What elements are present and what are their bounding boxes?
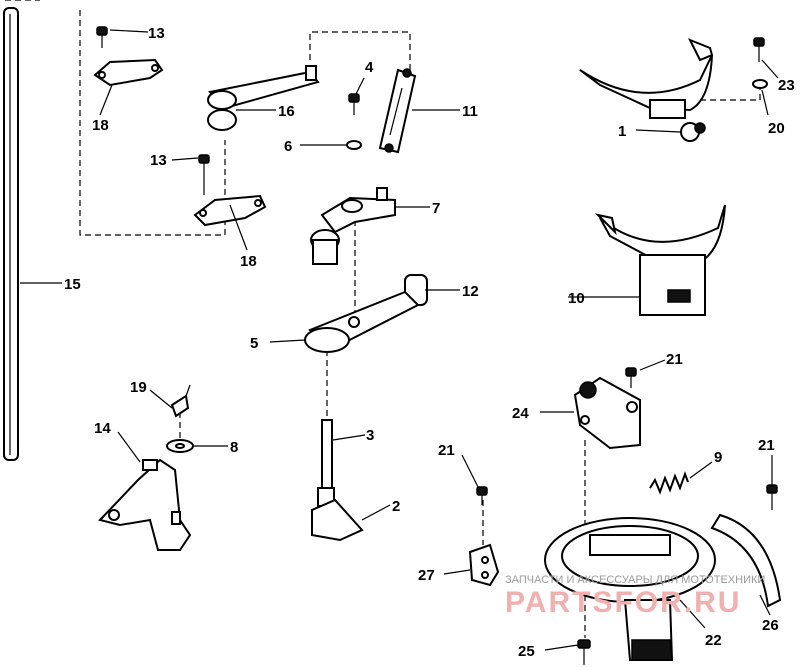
label-7: 7 — [432, 200, 440, 217]
part-21-screw-far-right — [766, 484, 778, 510]
part-1-yoke — [579, 38, 714, 142]
label-10: 10 — [568, 290, 585, 307]
part-21-screw-right — [625, 367, 637, 388]
label-26: 26 — [762, 617, 779, 634]
label-13: 13 — [148, 25, 165, 42]
label-25: 25 — [518, 643, 535, 660]
part-13-screw-top — [96, 26, 108, 48]
leader-lines — [20, 29, 779, 651]
part-25-screw — [577, 639, 591, 665]
label-15: 15 — [64, 276, 81, 293]
part-16-linkage-arm — [207, 65, 320, 131]
part-15-rod — [3, 7, 19, 461]
label-21-far-right: 21 — [758, 437, 775, 454]
label-2: 2 — [392, 498, 400, 515]
part-4-screw — [348, 93, 360, 115]
part-14-bracket — [98, 458, 192, 551]
part-13-screw-lower — [198, 154, 210, 195]
watermark-brand: PARTSFOR.RU — [505, 586, 741, 619]
watermark: ЗАПЧАСТИ И АКСЕССУАРЫ ДЛЯ МОТОТЕХНИКИ PA… — [505, 574, 765, 619]
part-8-washer — [166, 439, 194, 453]
label-22: 22 — [705, 632, 722, 649]
part-9-spring — [649, 471, 689, 495]
part-21-screw-left — [476, 486, 488, 505]
part-18-bracket-lower — [193, 194, 267, 227]
label-11: 11 — [462, 103, 478, 120]
label-5: 5 — [250, 335, 258, 352]
label-19: 19 — [130, 379, 147, 396]
part-labels: 13 18 16 4 11 6 13 7 18 15 12 5 19 14 8 … — [64, 25, 795, 660]
part-26-strap — [710, 513, 782, 608]
label-23: 23 — [778, 77, 795, 94]
label-18-lower: 18 — [240, 253, 257, 270]
part-11-link — [378, 68, 417, 154]
part-27-clip — [468, 543, 500, 587]
part-5-lever — [304, 316, 360, 353]
assembly-guide-lines — [5, 0, 761, 638]
label-27: 27 — [418, 567, 435, 584]
part-6-washer — [346, 140, 362, 150]
label-6: 6 — [284, 138, 292, 155]
label-13-lower: 13 — [150, 152, 167, 169]
part-20-washer — [752, 79, 768, 89]
label-18: 18 — [92, 117, 109, 134]
label-21-left: 21 — [438, 442, 455, 459]
part-18-bracket-top — [93, 58, 164, 87]
label-14: 14 — [94, 420, 111, 437]
label-4: 4 — [365, 59, 374, 76]
part-19-pin — [170, 384, 191, 418]
label-16: 16 — [278, 103, 295, 120]
label-20: 20 — [768, 120, 785, 137]
label-8: 8 — [230, 439, 238, 456]
label-3: 3 — [366, 427, 374, 444]
part-10-yoke — [594, 204, 726, 316]
part-3-shaft — [321, 419, 333, 491]
label-1: 1 — [618, 123, 626, 140]
part-7-arm — [310, 187, 396, 265]
part-2-foot — [311, 487, 364, 542]
label-9: 9 — [714, 449, 722, 466]
label-12: 12 — [462, 283, 479, 300]
part-22-ring — [544, 517, 716, 661]
part-23-screw — [753, 37, 765, 62]
label-24: 24 — [512, 405, 529, 422]
label-21: 21 — [666, 351, 683, 368]
part-24-block — [573, 376, 641, 450]
watermark-caption: ЗАПЧАСТИ И АКСЕССУАРЫ ДЛЯ МОТОТЕХНИКИ — [505, 574, 765, 586]
